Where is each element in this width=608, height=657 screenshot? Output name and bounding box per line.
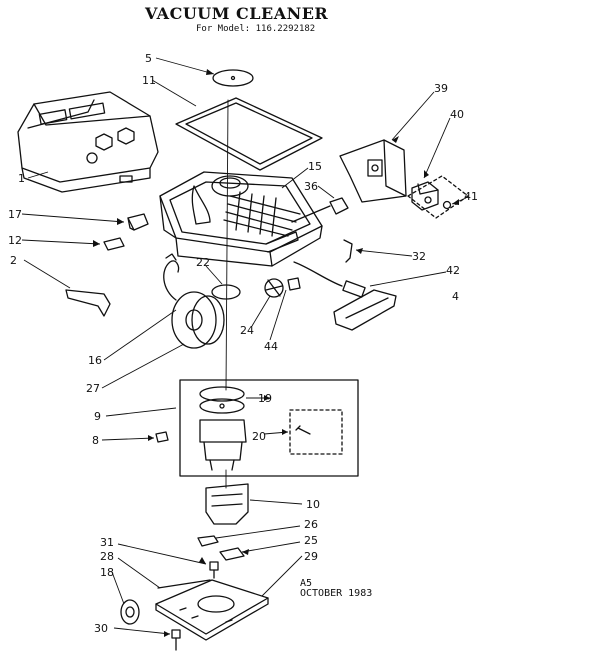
part-latch	[65, 289, 111, 317]
part-screw	[155, 431, 169, 443]
callout-label: 2	[10, 254, 17, 267]
part-motor-mount	[205, 483, 249, 525]
diagram-title: VACUUM CLEANER	[145, 4, 329, 23]
callout-label: 9	[94, 410, 101, 423]
part-cord-reel	[163, 253, 225, 349]
callout-label: 4	[452, 290, 459, 303]
part-hood-cover	[17, 91, 159, 193]
part-o-ring	[211, 284, 241, 300]
part-main-housing	[159, 171, 323, 267]
callout-label: 25	[304, 534, 318, 547]
part-bottom-screw	[171, 629, 181, 651]
callout-label: 32	[412, 250, 426, 263]
part-bracket	[407, 175, 469, 219]
callout-label: 28	[100, 550, 114, 563]
callout-label: 24	[240, 324, 254, 337]
callout-label: 36	[304, 180, 318, 193]
callout-label: 19	[258, 392, 272, 405]
callout-labels: 5 11 39 40 15 1 36 41 17 12 32 2 22 42 4…	[8, 52, 478, 635]
callout-label: 10	[306, 498, 320, 511]
part-spring-clip	[343, 239, 353, 263]
callout-label: 18	[100, 566, 114, 579]
callout-label: 41	[464, 190, 478, 203]
callout-label: 26	[304, 518, 318, 531]
callout-label: 12	[8, 234, 22, 247]
model-number: For Model: 116.2292182	[196, 24, 316, 34]
revision-note: A5 OCTOBER 1983	[300, 579, 372, 599]
part-disk	[212, 69, 254, 87]
callout-label: 20	[252, 430, 266, 443]
part-small-block	[127, 213, 149, 231]
part-motor-assembly-box	[179, 379, 359, 477]
callout-label: 39	[434, 82, 448, 95]
callout-label: 22	[196, 256, 210, 269]
part-wheel	[120, 599, 140, 625]
callout-label: 31	[100, 536, 114, 549]
callout-label: 5	[145, 52, 152, 65]
callout-label: 17	[8, 208, 22, 221]
part-dust-bag	[339, 139, 407, 203]
leader-lines	[21, 57, 467, 635]
callout-label: 42	[446, 264, 460, 277]
callout-label: 27	[86, 382, 100, 395]
callout-label: 11	[142, 74, 156, 87]
part-base-plate	[155, 579, 269, 641]
part-switch	[291, 197, 349, 223]
part-handle	[333, 289, 397, 331]
part-rod	[157, 579, 211, 589]
revision-date: OCTOBER 1983	[300, 588, 373, 599]
part-pad-upper	[197, 535, 219, 547]
callout-label: 40	[450, 108, 464, 121]
arrow-heads	[93, 69, 459, 637]
callout-label: 1	[18, 172, 25, 185]
part-impeller-fan	[264, 278, 284, 298]
revision-code: A5	[300, 578, 313, 589]
part-small-clip	[287, 277, 301, 291]
part-gasket-frame	[175, 97, 323, 171]
callout-label: 44	[264, 340, 278, 353]
callout-label: 15	[308, 160, 322, 173]
part-pad-lower	[219, 547, 245, 561]
callout-label: 8	[92, 434, 99, 447]
callout-label: 16	[88, 354, 102, 367]
assembly-axis	[225, 99, 229, 391]
part-small-plate	[103, 237, 125, 251]
callout-label: 30	[94, 622, 108, 635]
part-screw-small	[209, 561, 219, 579]
part-cord-plug	[293, 261, 366, 298]
callout-label: 29	[304, 550, 318, 563]
